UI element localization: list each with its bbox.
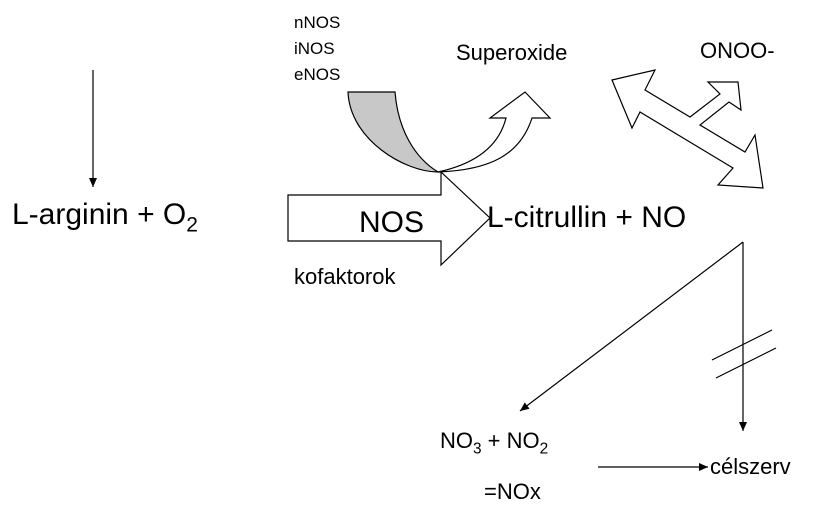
peroxynitrite-double-arrow [611, 69, 764, 189]
block-mark-1 [711, 329, 773, 361]
no3-subscript: 3 [473, 440, 482, 458]
enzyme-curve [347, 91, 441, 173]
no3-text: NO [440, 428, 473, 453]
enzyme-inos: iNOS [294, 39, 335, 58]
substrate-text: L-arginin + O [12, 198, 187, 231]
nox-equals-label: =NOx [484, 479, 541, 504]
no-to-nox-arrow [519, 241, 744, 412]
target-organ-label: célszerv [710, 454, 791, 479]
products-label: L-citrullin + NO [487, 201, 687, 234]
superoxide-label: Superoxide [456, 40, 568, 65]
enzyme-nnos: nNOS [294, 13, 341, 32]
no2-text: + NO [481, 428, 540, 453]
superoxide-curved-arrow [437, 91, 552, 173]
nos-block-arrow [287, 170, 491, 267]
substrate-label: L-arginin + O2 [12, 198, 198, 236]
block-mark-2 [715, 347, 777, 379]
no2-subscript: 2 [539, 440, 549, 458]
enzyme-enos: eNOS [294, 65, 341, 84]
cofactors-label: kofaktorok [294, 264, 396, 289]
peroxynitrite-label: ONOO- [700, 38, 775, 63]
substrate-subscript: 2 [186, 213, 198, 237]
nox-formula: NO3 + NO2 [440, 428, 548, 457]
nos-label: NOS [359, 206, 425, 239]
